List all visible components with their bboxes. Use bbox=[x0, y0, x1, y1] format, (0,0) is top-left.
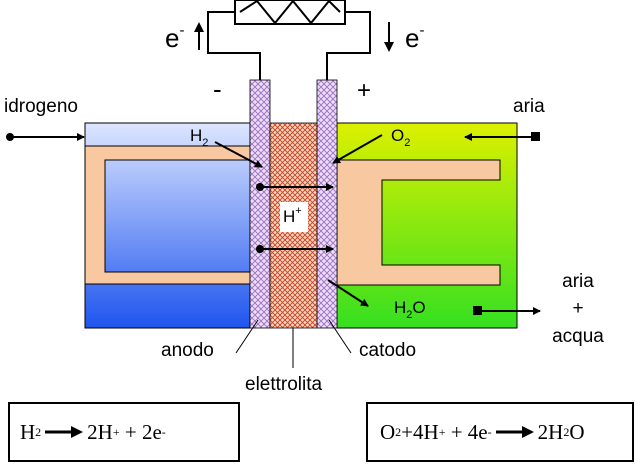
cathode-electrode bbox=[316, 79, 338, 329]
proton-species-label: H+ bbox=[283, 205, 302, 226]
anode-electrode bbox=[249, 79, 271, 329]
electron-down-arrow-icon bbox=[384, 22, 394, 52]
external-circuit bbox=[207, 11, 371, 80]
terminal-minus-label: - bbox=[213, 74, 222, 104]
o2-arrow-icon bbox=[332, 134, 383, 164]
reaction-arrow-icon bbox=[45, 426, 84, 438]
air-in-label: aria bbox=[513, 96, 545, 117]
reaction-arrow-icon bbox=[495, 426, 534, 438]
water-arrow-icon bbox=[327, 279, 369, 307]
cathode-label: catodo bbox=[359, 340, 416, 361]
electron-right-label: e- bbox=[405, 22, 424, 53]
hydrogen-in-label: idrogeno bbox=[4, 96, 78, 117]
proton-arrow-bottom-icon bbox=[256, 245, 334, 253]
o2-species-label: O2 bbox=[391, 126, 410, 149]
water-species-label: H2O bbox=[394, 298, 426, 321]
hydrogen-compartment bbox=[84, 122, 251, 329]
h2-species-label: H2 bbox=[190, 126, 208, 149]
h2-arrow-icon bbox=[214, 141, 263, 168]
electrolyte-label: elettrolita bbox=[245, 374, 323, 395]
water-out-label: acqua bbox=[552, 326, 604, 347]
anode-label: anodo bbox=[161, 340, 214, 361]
air-channel bbox=[336, 159, 501, 286]
water-outlet-arrow-icon bbox=[473, 306, 541, 315]
air-out-label: aria bbox=[562, 271, 594, 292]
air-compartment bbox=[336, 122, 518, 329]
label-leaders bbox=[235, 319, 352, 368]
proton-arrow-top-icon bbox=[256, 183, 334, 191]
proton-label-box bbox=[280, 202, 308, 232]
hydrogen-inlet-arrow-icon bbox=[6, 133, 85, 141]
air-inlet-arrow-icon bbox=[464, 132, 540, 141]
electron-left-label: e- bbox=[165, 22, 184, 53]
terminal-plus-label: + bbox=[357, 77, 371, 104]
air-out-plus-label: + bbox=[572, 298, 583, 319]
resistor-icon bbox=[234, 0, 346, 25]
electron-up-arrow-icon bbox=[194, 22, 204, 50]
